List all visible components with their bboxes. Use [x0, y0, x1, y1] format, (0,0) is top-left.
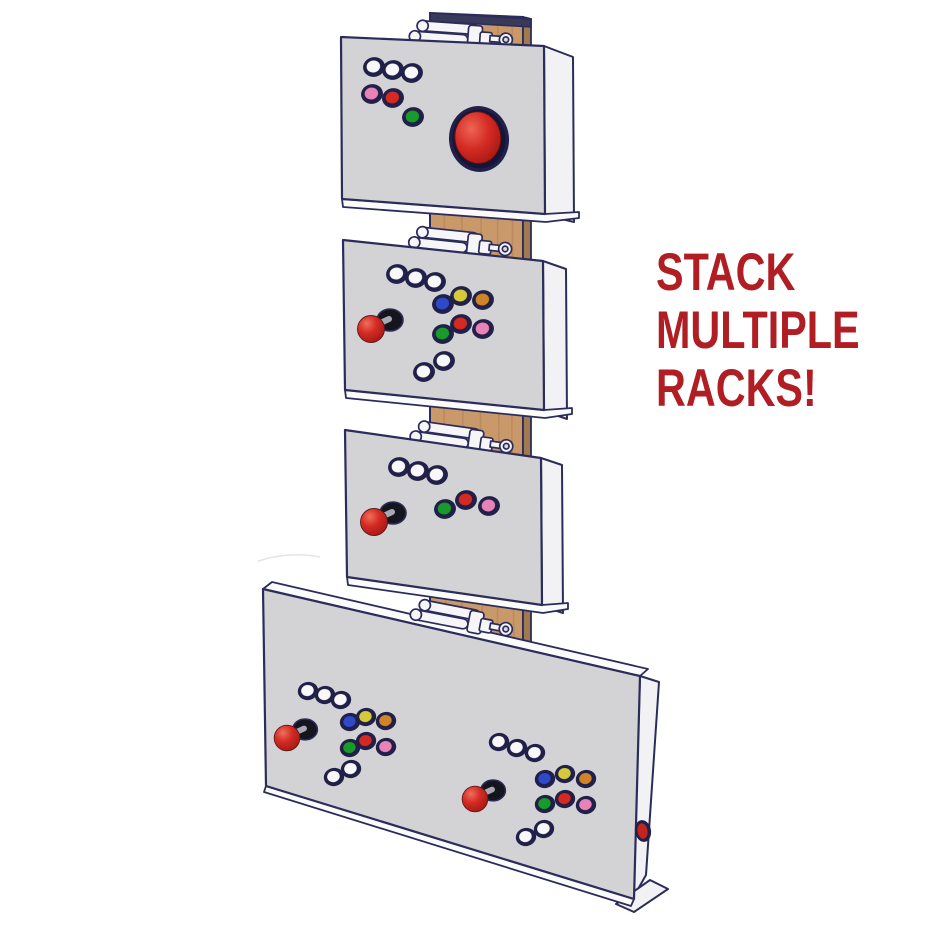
sketch-stroke [257, 553, 321, 562]
headline-line-2: MULTIPLE [656, 301, 860, 360]
control-panel-3 [343, 428, 569, 614]
control-panel-2 [341, 238, 573, 420]
headline-line-1: STACK [656, 243, 796, 302]
headline: STACK MULTIPLE RACKS! [656, 244, 860, 418]
control-panel-4 [261, 581, 669, 913]
wood-board-top [429, 12, 532, 28]
headline-line-3: RACKS! [656, 359, 817, 418]
side-red-button [634, 820, 652, 842]
control-panel-1 [339, 35, 580, 223]
